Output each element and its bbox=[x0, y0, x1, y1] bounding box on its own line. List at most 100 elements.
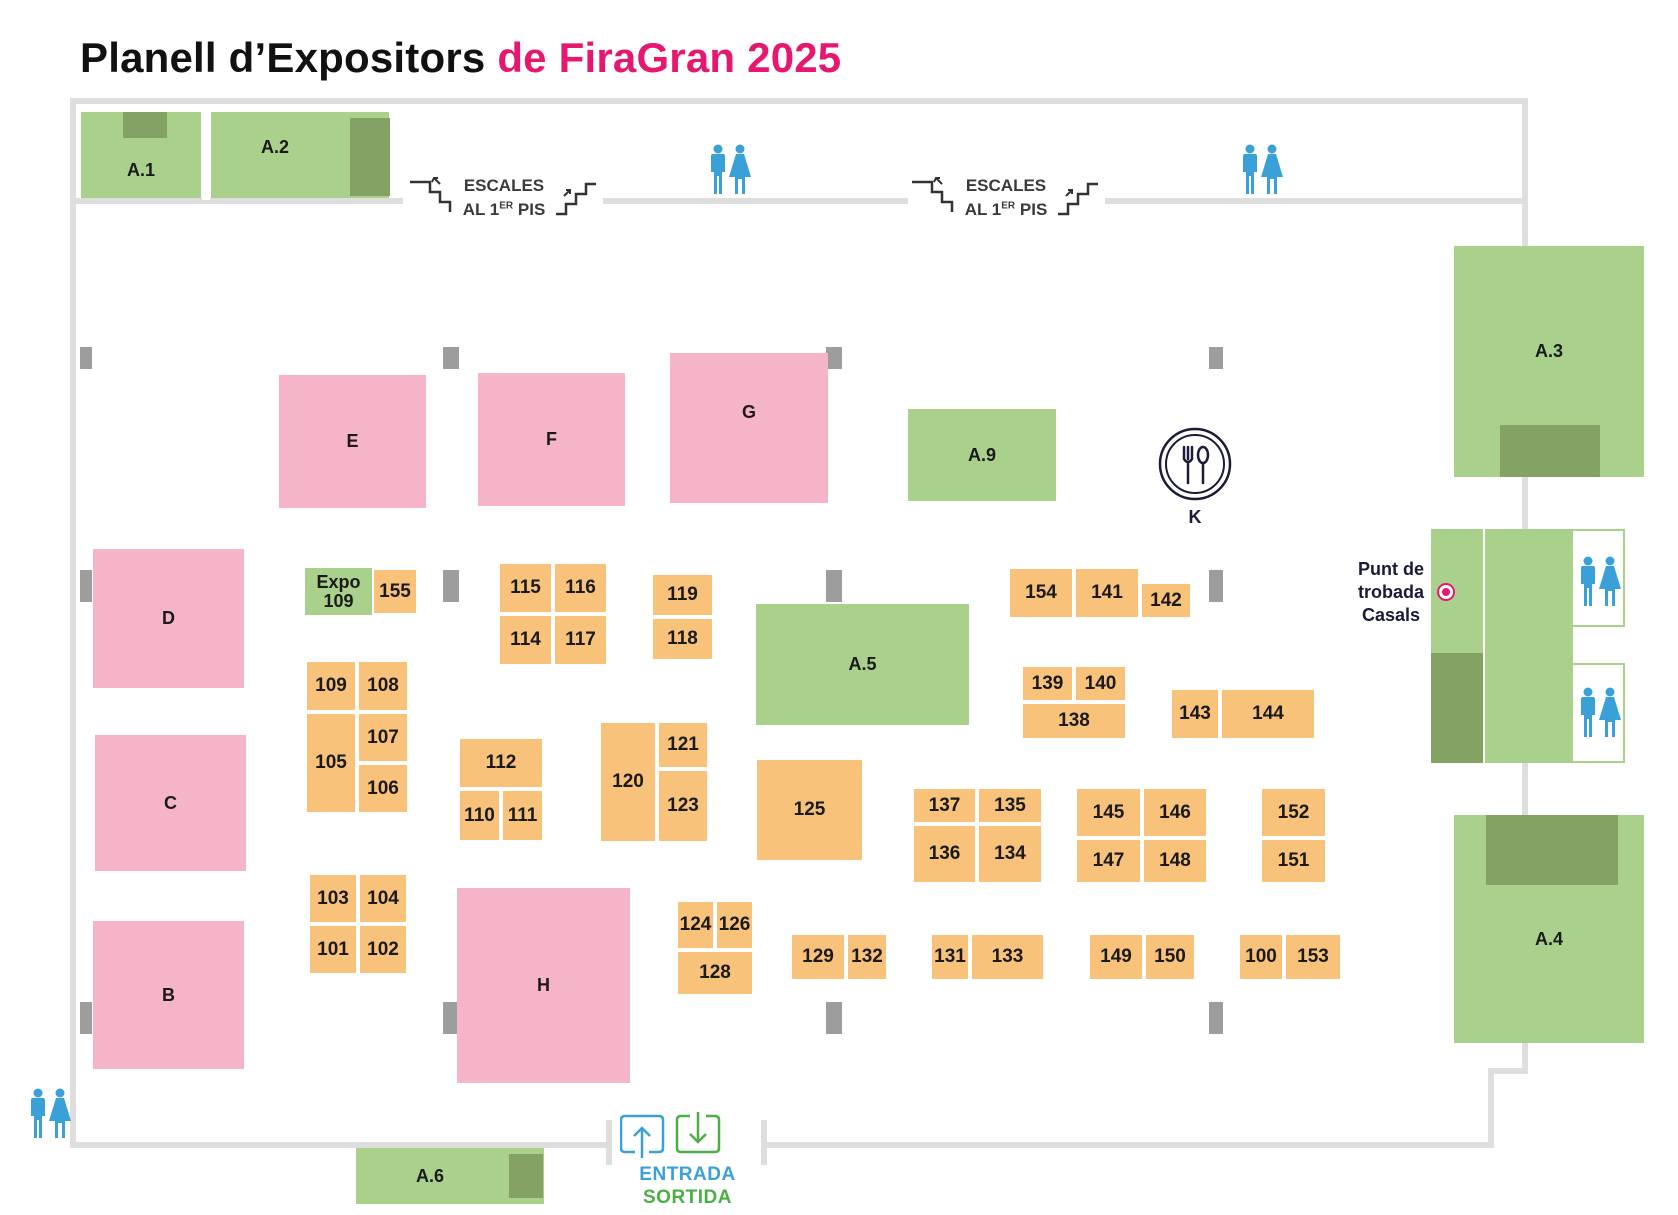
booth-119[interactable]: 119 bbox=[651, 573, 714, 617]
booth-112[interactable]: 112 bbox=[458, 737, 544, 789]
booth-134[interactable]: 134 bbox=[977, 824, 1043, 884]
booth-123[interactable]: 123 bbox=[657, 769, 709, 843]
booth-109[interactable]: 109 bbox=[305, 660, 357, 712]
area-f[interactable]: F bbox=[478, 373, 625, 506]
booth-label: 137 bbox=[928, 794, 961, 816]
booth-128[interactable]: 128 bbox=[676, 950, 754, 996]
area-b[interactable]: B bbox=[93, 921, 244, 1069]
wall-right-step bbox=[1488, 1068, 1528, 1074]
booth-150[interactable]: 150 bbox=[1144, 933, 1196, 981]
booth-103[interactable]: 103 bbox=[308, 873, 358, 924]
area-a4-shade bbox=[1486, 815, 1618, 885]
restaurant-k[interactable]: K bbox=[1158, 427, 1232, 531]
pillar bbox=[443, 570, 459, 602]
booth-label: 121 bbox=[667, 734, 699, 755]
area-a3-shade bbox=[1500, 425, 1600, 477]
booth-153[interactable]: 153 bbox=[1284, 933, 1342, 981]
area-g[interactable]: G bbox=[670, 353, 828, 503]
restroom-box-1 bbox=[1573, 529, 1625, 627]
booth-138[interactable]: 138 bbox=[1021, 702, 1127, 740]
booth-148[interactable]: 148 bbox=[1142, 838, 1208, 884]
booth-label: 143 bbox=[1179, 703, 1211, 724]
stairs-line2-sup: ER bbox=[499, 200, 514, 211]
booth-107[interactable]: 107 bbox=[357, 712, 409, 763]
booth-132[interactable]: 132 bbox=[846, 933, 888, 981]
pillar bbox=[443, 347, 459, 369]
booth-label: 117 bbox=[565, 629, 596, 650]
booth-126[interactable]: 126 bbox=[715, 900, 754, 950]
area-a5-label: A.5 bbox=[848, 654, 877, 674]
booth-label: 155 bbox=[379, 580, 411, 602]
restroom-icon bbox=[1578, 556, 1622, 608]
booth-151[interactable]: 151 bbox=[1260, 838, 1327, 884]
area-d[interactable]: D bbox=[93, 549, 244, 688]
booth-154[interactable]: 154 bbox=[1008, 567, 1074, 619]
wall-top bbox=[70, 98, 1528, 104]
booth-144[interactable]: 144 bbox=[1220, 688, 1316, 740]
entrance-exit[interactable]: ENTRADA SORTIDA bbox=[620, 1112, 755, 1210]
booth-145[interactable]: 145 bbox=[1075, 787, 1142, 838]
booth-110[interactable]: 110 bbox=[458, 789, 501, 842]
booth-120[interactable]: 120 bbox=[599, 721, 657, 843]
booth-label: 112 bbox=[485, 752, 517, 773]
booth-label: 138 bbox=[1058, 710, 1090, 731]
expo-line1: Expo bbox=[316, 571, 361, 592]
area-a1-shade bbox=[123, 112, 167, 138]
entrance-arrows-icon bbox=[620, 1112, 721, 1158]
booth-121[interactable]: 121 bbox=[657, 721, 709, 769]
stairs-line2-prefix: AL 1 bbox=[462, 199, 500, 219]
entrance-up-arrow-icon bbox=[620, 1114, 665, 1158]
booth-129[interactable]: 129 bbox=[790, 933, 846, 981]
area-c[interactable]: C bbox=[95, 735, 246, 871]
booth-139[interactable]: 139 bbox=[1021, 665, 1074, 702]
booth-141[interactable]: 141 bbox=[1074, 567, 1140, 619]
restroom-figures-icon bbox=[1243, 144, 1283, 194]
area-a5[interactable]: A.5 bbox=[756, 604, 969, 725]
area-d-label: D bbox=[162, 608, 175, 628]
area-expo109[interactable]: Expo 109 bbox=[305, 568, 372, 615]
booth-115[interactable]: 115 bbox=[498, 562, 553, 614]
booth-131[interactable]: 131 bbox=[930, 933, 970, 981]
booth-117[interactable]: 117 bbox=[553, 614, 608, 666]
pillar bbox=[80, 347, 92, 369]
booth-140[interactable]: 140 bbox=[1074, 665, 1127, 702]
area-e[interactable]: E bbox=[279, 375, 426, 508]
booth-108[interactable]: 108 bbox=[357, 660, 409, 712]
wall-bottom-left bbox=[70, 1142, 610, 1148]
restaurant-label: K bbox=[1188, 507, 1202, 527]
area-a9[interactable]: A.9 bbox=[908, 409, 1056, 501]
booth-152[interactable]: 152 bbox=[1260, 787, 1327, 838]
booth-136[interactable]: 136 bbox=[912, 824, 977, 884]
booth-133[interactable]: 133 bbox=[970, 933, 1045, 981]
booth-137[interactable]: 137 bbox=[912, 787, 977, 824]
stairs-icon bbox=[912, 177, 1098, 216]
title-part1: Planell d’Expositors bbox=[80, 34, 486, 81]
restroom-box-2 bbox=[1573, 663, 1625, 763]
booth-105[interactable]: 105 bbox=[305, 712, 357, 814]
stairs-line2-sup: ER bbox=[1001, 200, 1016, 211]
booth-116[interactable]: 116 bbox=[553, 562, 608, 614]
booth-102[interactable]: 102 bbox=[358, 924, 408, 975]
booth-149[interactable]: 149 bbox=[1088, 933, 1144, 981]
booth-146[interactable]: 146 bbox=[1142, 787, 1208, 838]
booth-142[interactable]: 142 bbox=[1140, 582, 1192, 619]
booth-106[interactable]: 106 bbox=[357, 763, 409, 814]
area-h[interactable]: H bbox=[457, 888, 630, 1083]
booth-124[interactable]: 124 bbox=[676, 900, 715, 950]
a1-divider bbox=[202, 104, 210, 200]
booth-label: 128 bbox=[699, 962, 731, 983]
booth-135[interactable]: 135 bbox=[977, 787, 1043, 824]
corridor-wall-3 bbox=[1105, 198, 1522, 204]
booth-147[interactable]: 147 bbox=[1075, 838, 1142, 884]
booth-143[interactable]: 143 bbox=[1170, 688, 1220, 740]
booth-101[interactable]: 101 bbox=[308, 924, 358, 975]
booth-111[interactable]: 111 bbox=[501, 789, 544, 842]
title-part2: de FiraGran 2025 bbox=[497, 34, 842, 81]
booth-118[interactable]: 118 bbox=[651, 617, 714, 661]
pillar bbox=[1209, 570, 1223, 602]
booth-104[interactable]: 104 bbox=[358, 873, 408, 924]
booth-155[interactable]: 155 bbox=[372, 568, 418, 615]
booth-125[interactable]: 125 bbox=[755, 758, 864, 862]
booth-100[interactable]: 100 bbox=[1238, 933, 1284, 981]
booth-114[interactable]: 114 bbox=[498, 614, 553, 666]
